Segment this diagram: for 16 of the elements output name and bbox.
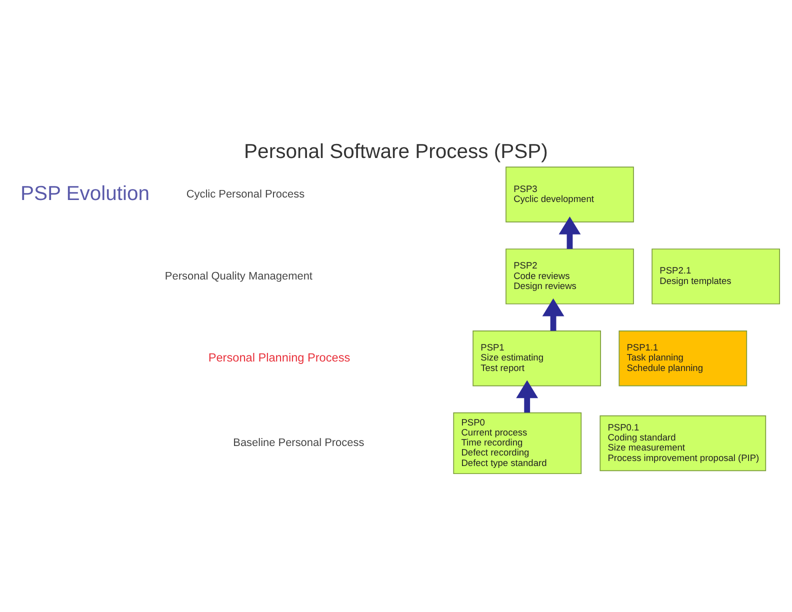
node-box: PSP1.1 Task planning Schedule planning	[618, 330, 748, 386]
label: Cyclic Personal Process	[186, 188, 305, 200]
label: Personal Planning Process	[208, 350, 350, 364]
label: PSP Evolution	[20, 182, 150, 205]
node-box: PSP2.1 Design templates	[652, 248, 780, 304]
arrow	[558, 216, 581, 249]
node-box: PSP1 Size estimating Test report	[472, 330, 601, 386]
node-box: PSP0 Current process Time recording Defect recording Defect type standard	[453, 412, 582, 474]
arrow	[516, 380, 538, 413]
diagram-title: Personal Software Process (PSP)	[244, 140, 548, 163]
label: Personal Quality Management	[164, 270, 313, 282]
label: Baseline Personal Process	[233, 437, 364, 450]
node-box: PSP0.1 Coding standard Size measurement Process improvement proposal (PIP)	[600, 415, 766, 472]
node-box: PSP2 Code reviews Design reviews	[506, 248, 634, 304]
node-box: PSP3 Cyclic development	[506, 166, 634, 222]
arrow	[542, 298, 564, 331]
